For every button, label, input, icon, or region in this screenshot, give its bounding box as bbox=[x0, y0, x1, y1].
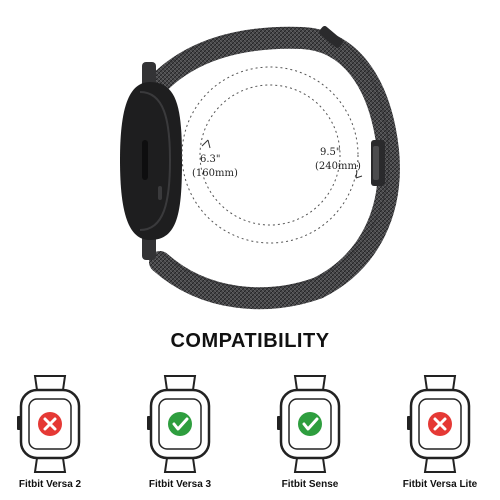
check-icon bbox=[168, 412, 192, 436]
mesh-band bbox=[149, 26, 400, 310]
compat-label: Fitbit Versa 3 bbox=[148, 479, 212, 490]
check-icon bbox=[298, 412, 322, 436]
large-size-mm-label: (240mm) bbox=[315, 161, 361, 172]
large-arrow-icon bbox=[355, 170, 363, 179]
small-size-mm-label: (160mm) bbox=[192, 168, 238, 179]
compat-label: Fitbit Sense bbox=[281, 479, 339, 490]
compat-item-versa-3: Fitbit Versa 3 bbox=[120, 372, 240, 500]
large-size-circle bbox=[181, 66, 359, 244]
compat-item-versa-2: Fitbit Versa 2 bbox=[0, 372, 110, 500]
side-button bbox=[142, 140, 148, 180]
product-illustration: 6.3" (160mm) 9.5" (240mm) bbox=[120, 26, 400, 310]
compat-label: Fitbit Versa Lite bbox=[402, 479, 478, 490]
watch-outline-icon bbox=[147, 375, 211, 473]
large-size-label: 9.5" bbox=[320, 147, 341, 158]
compat-item-versa-lite: Fitbit Versa Lite bbox=[380, 372, 500, 500]
small-size-circle bbox=[199, 84, 341, 226]
magnetic-clasp bbox=[319, 26, 385, 186]
small-size-label: 6.3" bbox=[200, 154, 221, 165]
compatibility-list: Fitbit Versa 2 Fitbit Versa 3 Fitbit Sen… bbox=[0, 372, 500, 500]
watch-body bbox=[120, 82, 182, 240]
small-arrow-icon bbox=[201, 139, 211, 149]
watch-outline-icon bbox=[17, 375, 81, 473]
watch-outline-icon bbox=[277, 375, 341, 473]
compatibility-title: COMPATIBILITY bbox=[170, 330, 330, 352]
compat-item-sense: Fitbit Sense bbox=[250, 372, 370, 500]
watch-outline-icon bbox=[407, 375, 471, 473]
compat-label: Fitbit Versa 2 bbox=[18, 479, 82, 490]
